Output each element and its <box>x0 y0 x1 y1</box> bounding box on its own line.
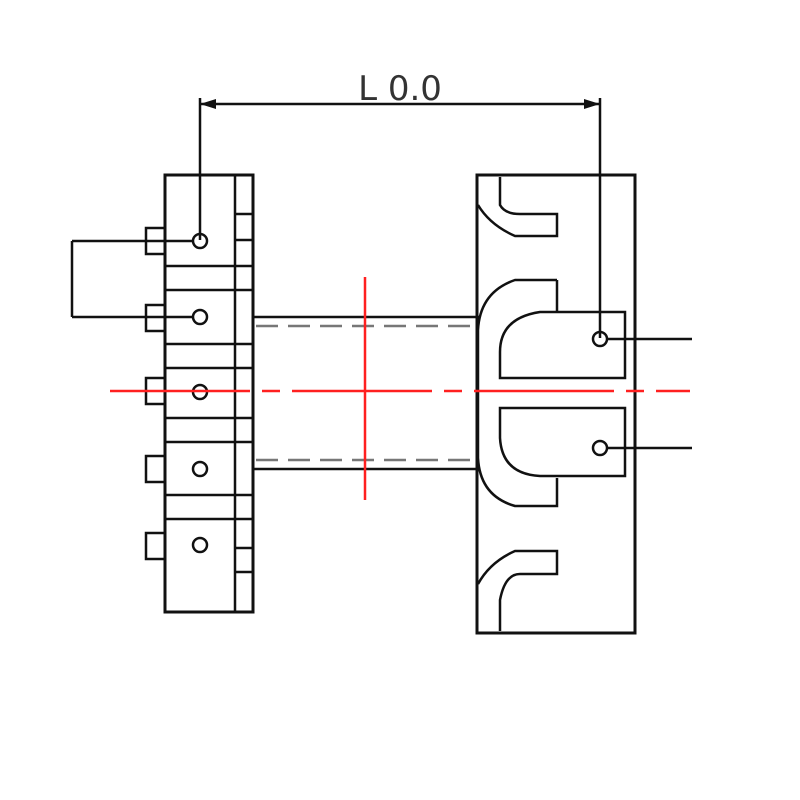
left-flange <box>70 173 255 614</box>
bobbin-core <box>253 315 480 471</box>
dimension-arrow-left <box>200 99 216 109</box>
right-pin-hole <box>591 439 609 457</box>
left-pin-hole <box>191 308 209 326</box>
right-top-hook <box>476 177 559 238</box>
left-pin-stub <box>144 454 167 484</box>
dimension-arrow-right <box>584 99 600 109</box>
left-pin-hole <box>191 460 209 478</box>
center-lines <box>110 277 690 500</box>
right-channel-outer <box>476 278 559 508</box>
right-flange <box>475 173 692 635</box>
left-pin-stub <box>144 531 167 561</box>
dimension-label: L 0.0 <box>358 69 442 109</box>
right-bottom-hook <box>476 549 559 631</box>
top-dimension: L 0.0 <box>198 69 602 338</box>
right-pin-pad-lower <box>498 406 627 478</box>
left-pin-hole <box>191 536 209 554</box>
right-pin-pad-upper <box>498 310 627 380</box>
